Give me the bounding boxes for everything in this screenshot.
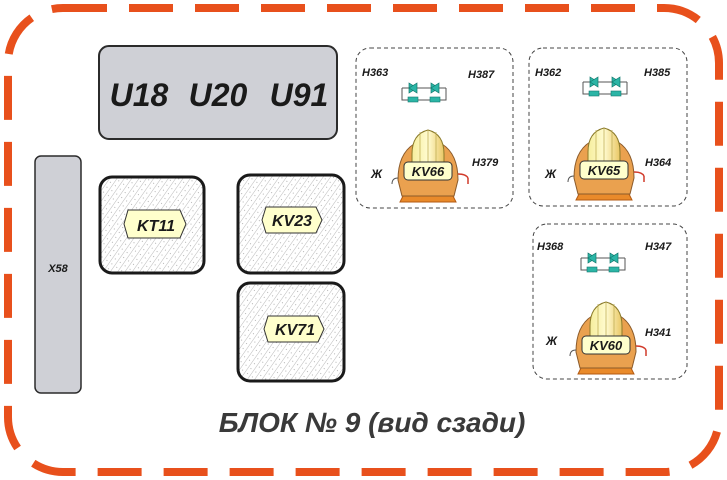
zh-label-kv66: Ж bbox=[370, 167, 383, 181]
kt11-label: KT11 bbox=[137, 218, 175, 235]
relay-group-kv60: H368 H347 KV60 Ж H341 bbox=[532, 223, 688, 380]
relay-kv23: KV23 bbox=[236, 173, 346, 275]
relay-kv71: KV71 bbox=[236, 281, 346, 383]
kv65-label: KV65 bbox=[588, 163, 621, 178]
x58-connector: X58 bbox=[34, 155, 82, 394]
h341-label: H341 bbox=[645, 327, 671, 339]
relay-group-kv66: H363 H387 KV66 Ж H379 bbox=[355, 47, 514, 209]
u91-label: U91 bbox=[270, 77, 329, 113]
h385-label: H385 bbox=[644, 67, 671, 79]
h368-label: H368 bbox=[537, 241, 564, 253]
u18-label: U18 bbox=[110, 77, 169, 113]
relay-group-kv65: H362 H385 KV65 Ж H364 bbox=[528, 47, 688, 207]
h347-label: H347 bbox=[645, 241, 672, 253]
h387-label: H387 bbox=[468, 69, 495, 81]
h364-label: H364 bbox=[645, 157, 671, 169]
x58-label: X58 bbox=[47, 263, 68, 275]
h379-label: H379 bbox=[472, 157, 499, 169]
relay-kt11: KT11 bbox=[98, 175, 206, 275]
h363-label: H363 bbox=[362, 67, 388, 79]
kv66-label: KV66 bbox=[412, 164, 445, 179]
outer-dashed-border bbox=[4, 4, 723, 476]
h362-label: H362 bbox=[535, 67, 561, 79]
block-title: БЛОК № 9 (вид сзади) bbox=[219, 407, 526, 438]
kv71-label: KV71 bbox=[275, 322, 315, 339]
kv60-label: KV60 bbox=[590, 338, 623, 353]
kv23-label: KV23 bbox=[272, 213, 312, 230]
zh-label-kv60: Ж bbox=[545, 334, 558, 348]
zh-label-kv65: Ж bbox=[544, 167, 557, 181]
u20-label: U20 bbox=[189, 77, 248, 113]
u-block: U18 U20 U91 bbox=[98, 45, 338, 140]
